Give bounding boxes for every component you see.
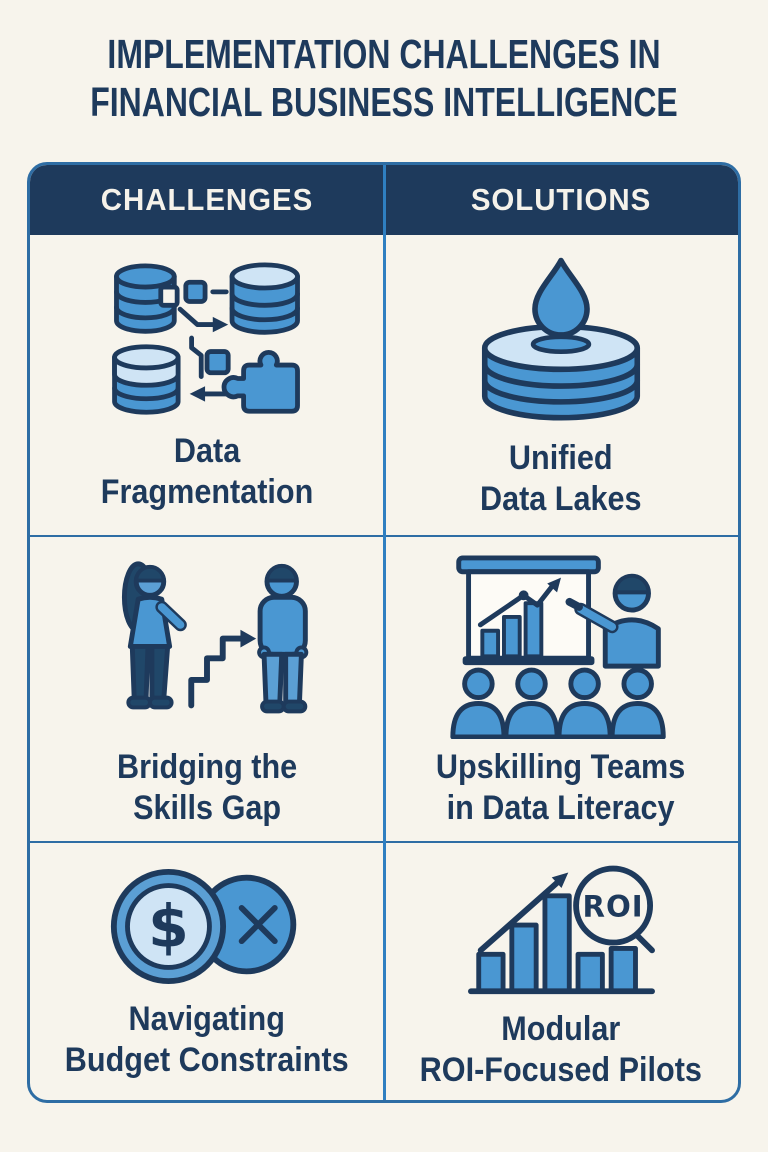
solution-label: Modular ROI-Focused Pilots	[419, 1009, 703, 1089]
fragmented-databases-icon	[112, 262, 300, 415]
challenges-column-header: CHALLENGES	[100, 182, 314, 217]
solution-cell-upskilling: Upskilling Teams in Data Literacy	[384, 537, 738, 841]
solution-cell-roi-pilots: ROI Modular ROI-Focused Pilots	[384, 843, 738, 1100]
challenges-solutions-table: CHALLENGES SOLUTIONS	[27, 162, 741, 1103]
svg-text:ROI: ROI	[583, 889, 644, 923]
unified-data-lake-icon	[481, 257, 641, 421]
solutions-column-header: SOLUTIONS	[470, 182, 652, 217]
table-row-skills: Bridging the Skills Gap	[30, 535, 738, 841]
challenge-label: Bridging the Skills Gap	[116, 747, 298, 827]
budget-coin-icon: $	[110, 869, 297, 985]
challenge-cell-skills-gap: Bridging the Skills Gap	[30, 537, 384, 841]
table-row-budget: $ Navigating Budget Constraints ROI	[30, 841, 738, 1100]
skills-gap-figures-icon	[121, 561, 309, 714]
training-presentation-icon	[450, 555, 666, 739]
page-title: IMPLEMENTATION CHALLENGES IN FINANCIAL B…	[90, 31, 678, 126]
table-row-data: Data Fragmentation Unified Data Lakes	[30, 235, 738, 535]
roi-growth-chart-icon: ROI	[468, 865, 655, 994]
challenge-cell-data-fragmentation: Data Fragmentation	[30, 235, 384, 535]
svg-text:$: $	[148, 893, 189, 961]
column-divider	[382, 165, 386, 1100]
solution-cell-unified-data-lakes: Unified Data Lakes	[384, 235, 738, 535]
challenge-label: Data Fragmentation	[100, 432, 314, 511]
solution-label: Unified Data Lakes	[480, 438, 642, 518]
challenge-label: Navigating Budget Constraints	[65, 1000, 349, 1079]
solution-label: Upskilling Teams in Data Literacy	[436, 747, 686, 827]
challenge-cell-budget-constraints: $ Navigating Budget Constraints	[30, 843, 384, 1100]
